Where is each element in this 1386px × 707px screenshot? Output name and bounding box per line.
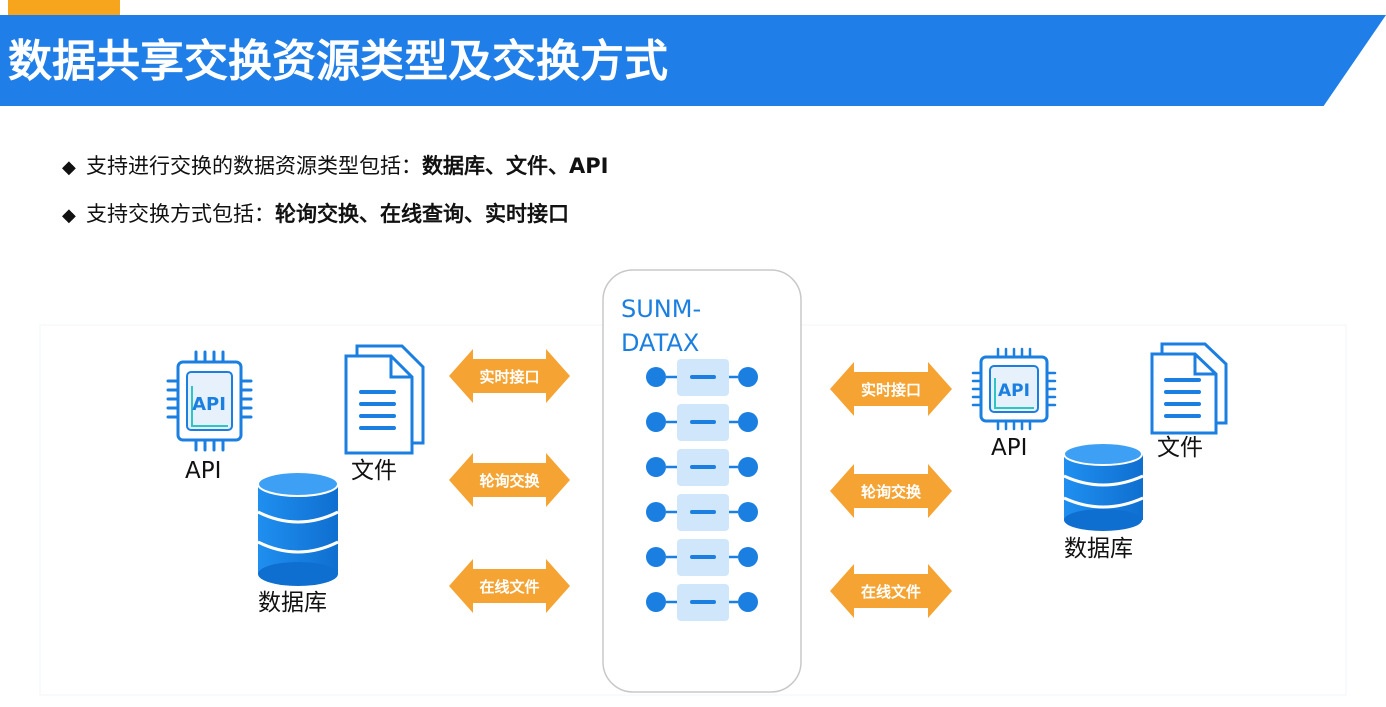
right-file-label: 文件 [1157, 435, 1203, 461]
center-title-line1: SUNM- [621, 295, 701, 323]
right-arrow-2-label: 轮询交换 [861, 483, 922, 501]
connector-slot [646, 494, 758, 531]
diamond-bullet-icon: ◆ [62, 157, 76, 178]
right-api-label: API [991, 435, 1027, 461]
left-arrow-1: 实时接口 [449, 349, 570, 403]
connector-slots [646, 359, 758, 621]
connector-slot [646, 449, 758, 486]
left-arrow-2: 轮询交换 [449, 453, 570, 507]
right-api-chip-icon: API [971, 347, 1057, 431]
left-file-icon [344, 344, 425, 455]
title-banner [0, 15, 1386, 106]
connector-slot [646, 359, 758, 396]
diamond-bullet-icon: ◆ [62, 205, 76, 226]
bullet-text: 支持进行交换的数据资源类型包括： [86, 154, 422, 178]
right-database-icon [1063, 442, 1144, 531]
connector-slot [646, 539, 758, 576]
connector-slot [646, 404, 758, 441]
left-api-label: API [185, 458, 221, 484]
bullet-bold-text: 数据库、文件、API [422, 154, 609, 178]
left-arrow-2-label: 轮询交换 [479, 472, 540, 490]
right-arrow-1-label: 实时接口 [861, 381, 921, 399]
connector-slot [646, 584, 758, 621]
right-api-chip-text: API [998, 381, 1030, 401]
right-arrow-1: 实时接口 [830, 362, 952, 416]
left-api-chip-text: API [192, 394, 226, 415]
header-accent-tab [8, 0, 120, 16]
right-arrow-3: 在线文件 [830, 564, 952, 618]
bullet-exchange-modes: ◆ 支持交换方式包括：轮询交换、在线查询、实时接口 [62, 200, 569, 228]
bullet-text: 支持交换方式包括： [86, 202, 275, 226]
right-db-label: 数据库 [1064, 536, 1133, 562]
left-db-label: 数据库 [258, 590, 327, 616]
right-arrow-3-label: 在线文件 [861, 583, 921, 601]
left-arrow-1-label: 实时接口 [479, 368, 539, 386]
left-arrow-3-label: 在线文件 [479, 578, 539, 596]
page-title: 数据共享交换资源类型及交换方式 [8, 36, 668, 87]
bullet-resource-types: ◆ 支持进行交换的数据资源类型包括：数据库、文件、API [62, 152, 608, 180]
left-database-icon [257, 471, 339, 586]
center-title-line2: DATAX [621, 329, 699, 357]
left-arrow-3: 在线文件 [449, 559, 570, 613]
right-file-icon [1150, 342, 1228, 435]
left-api-chip-icon: API [166, 350, 253, 452]
right-arrow-2: 轮询交换 [830, 464, 952, 518]
bullet-bold-text: 轮询交换、在线查询、实时接口 [275, 202, 569, 226]
left-file-label: 文件 [351, 458, 397, 484]
